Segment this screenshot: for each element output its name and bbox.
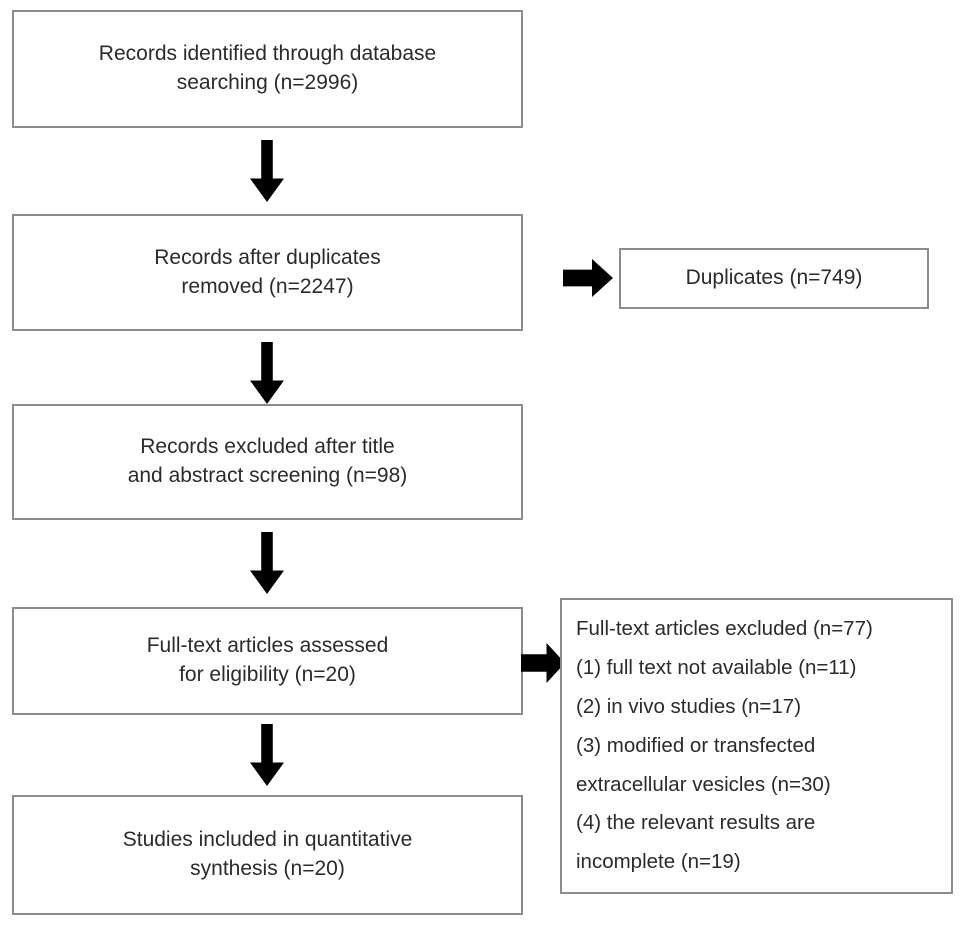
- arrow-right-icon: [563, 259, 613, 297]
- exclusion-reason-4: (4) the relevant results are: [576, 811, 816, 835]
- node-records-identified-label: Records identified through database sear…: [98, 42, 437, 94]
- node-records-after-duplicates-removed-label: Records after duplicates removed (n=2247…: [154, 245, 381, 298]
- node-records-identified: Records identified through database sear…: [12, 10, 523, 128]
- node-duplicates-label: Duplicates (n=749): [685, 266, 863, 290]
- node-records-after-duplicates-removed: Records after duplicates removed (n=2247…: [12, 214, 523, 331]
- arrow-down-icon: [250, 532, 284, 594]
- node-duplicates: Duplicates (n=749): [619, 248, 929, 309]
- exclusion-reason-1: (1) full text not available (n=11): [576, 656, 857, 680]
- arrow-down-icon: [250, 724, 284, 786]
- exclusion-reason-3-continued: extracellular vesicles (n=30): [576, 772, 831, 796]
- arrow-right-icon: [521, 643, 565, 683]
- node-records-excluded-title-abstract: Records excluded after title and abstrac…: [12, 404, 523, 520]
- arrow-down-icon: [250, 140, 284, 202]
- node-fulltext-articles-assessed-label: Full-text articles assessed for eligibil…: [146, 634, 389, 686]
- node-fulltext-articles-assessed: Full-text articles assessed for eligibil…: [12, 607, 523, 715]
- arrow-down-icon: [250, 342, 284, 404]
- exclusion-reason-2: (2) in vivo studies (n=17): [576, 694, 802, 718]
- exclusion-reason-3: (3) modified or transfected: [576, 733, 816, 757]
- node-fulltext-articles-excluded: Full-text articles excluded (n=77) (1) f…: [560, 598, 953, 894]
- node-studies-included-label: Studies included in quantitative synthes…: [122, 828, 413, 880]
- node-studies-included: Studies included in quantitative synthes…: [12, 795, 523, 915]
- node-records-excluded-title-abstract-label: Records excluded after title and abstrac…: [127, 435, 408, 487]
- exclusion-reason-4-continued: incomplete (n=19): [576, 850, 741, 874]
- exclusions-heading: Full-text articles excluded (n=77): [576, 617, 873, 641]
